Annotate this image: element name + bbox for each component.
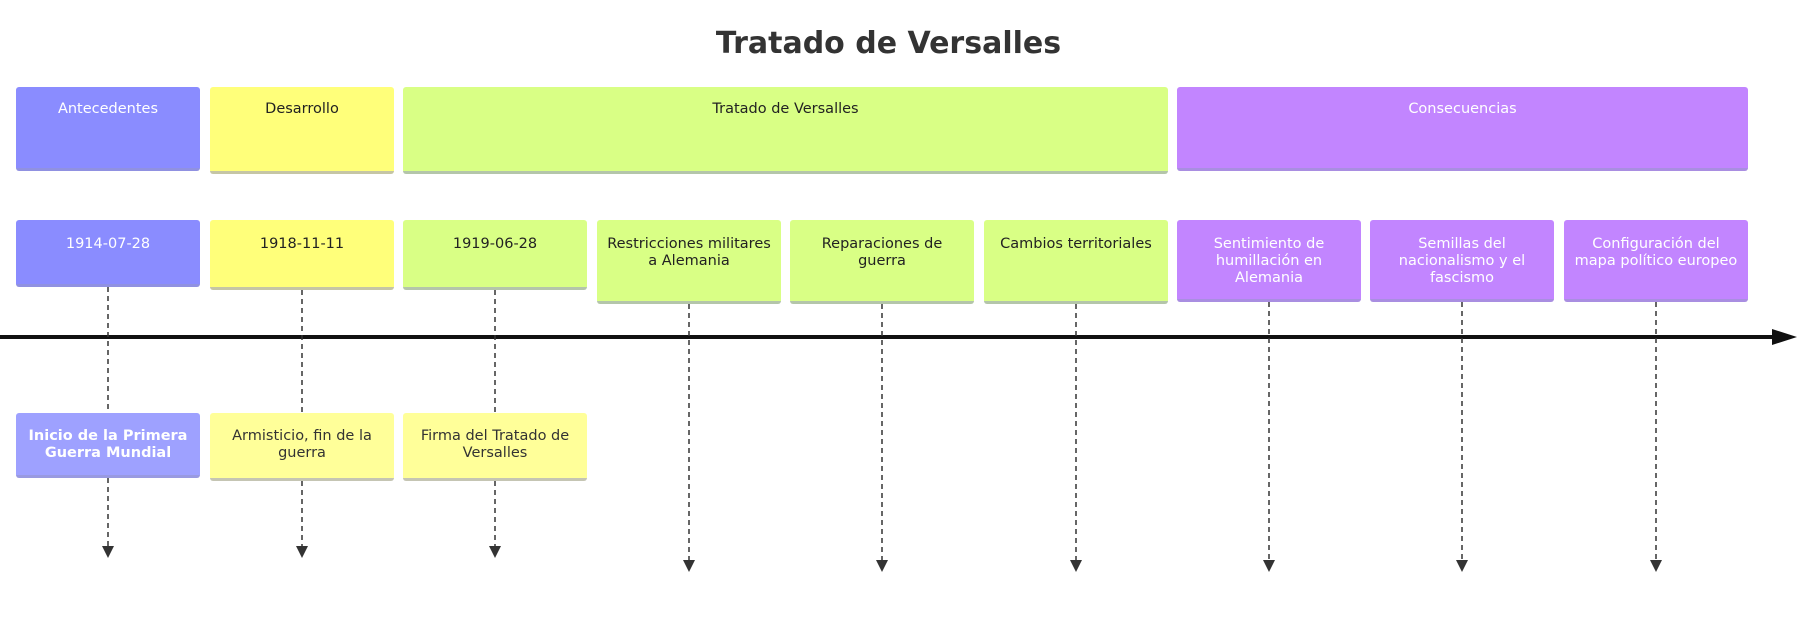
- period-label: Reparaciones de guerra: [821, 236, 943, 269]
- period-box: Restricciones militares a Alemania: [597, 220, 781, 304]
- event-label: Armisticio, fin de la guerra: [232, 428, 372, 461]
- period-label: Cambios territoriales: [1000, 236, 1152, 252]
- period-box: 1914-07-28: [16, 220, 200, 287]
- period-box: Reparaciones de guerra: [790, 220, 974, 304]
- timeline-axis-arrowhead-icon: [1772, 329, 1797, 345]
- section-antecedentes: Antecedentes: [16, 87, 200, 171]
- period-label: 1918-11-11: [259, 236, 345, 252]
- section-tratado: Tratado de Versalles: [403, 87, 1168, 174]
- section-consecuencias: Consecuencias: [1177, 87, 1748, 171]
- section-label: Desarrollo: [265, 101, 339, 117]
- period-box: Cambios territoriales: [984, 220, 1168, 304]
- section-label: Antecedentes: [57, 101, 159, 117]
- period-box: Configuración del mapa político europeo: [1564, 220, 1748, 302]
- section-label: Consecuencias: [1408, 101, 1517, 117]
- event-box: Armisticio, fin de la guerra: [210, 413, 394, 481]
- event-box: Inicio de la Primera Guerra Mundial: [16, 413, 200, 478]
- section-label: Tratado de Versalles: [712, 101, 859, 117]
- period-label: 1914-07-28: [65, 236, 151, 252]
- period-box: Semillas del nacionalismo y el fascismo: [1370, 220, 1554, 302]
- section-desarrollo: Desarrollo: [210, 87, 394, 174]
- period-label: Configuración del mapa político europeo: [1574, 236, 1738, 269]
- period-label: Restricciones militares a Alemania: [607, 236, 771, 269]
- event-box: Firma del Tratado de Versalles: [403, 413, 587, 481]
- period-box: 1918-11-11: [210, 220, 394, 290]
- period-label: Semillas del nacionalismo y el fascismo: [1398, 236, 1526, 286]
- period-label: 1919-06-28: [452, 236, 538, 252]
- period-box: 1919-06-28: [403, 220, 587, 290]
- diagram-title: Tratado de Versalles: [715, 26, 1062, 61]
- period-box: Sentimiento de humillación en Alemania: [1177, 220, 1361, 302]
- event-label: Inicio de la Primera Guerra Mundial: [28, 428, 188, 461]
- event-label: Firma del Tratado de Versalles: [420, 428, 570, 461]
- period-label: Sentimiento de humillación en Alemania: [1213, 236, 1325, 286]
